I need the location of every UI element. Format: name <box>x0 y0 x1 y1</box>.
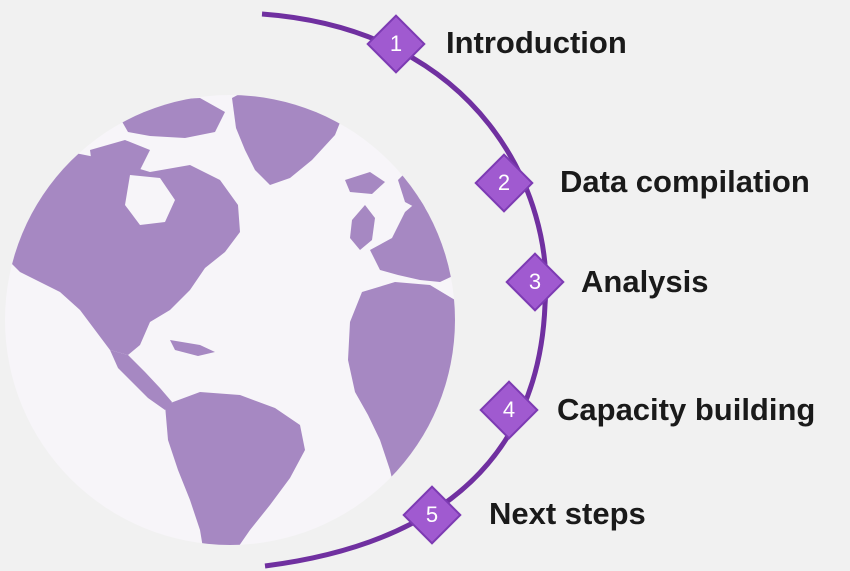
step-5-marker <box>402 485 462 545</box>
step-1-number: 1 <box>389 31 403 56</box>
step-4-number: 4 <box>502 397 516 422</box>
step-2-marker <box>474 153 534 213</box>
step-1-marker <box>366 14 426 74</box>
step-2-label: Data compilation <box>560 164 810 199</box>
step-5-label: Next steps <box>489 496 646 531</box>
globe-icon <box>5 95 455 545</box>
step-3-marker <box>505 252 565 312</box>
step-2-number: 2 <box>497 170 511 195</box>
step-1-label: Introduction <box>446 25 627 60</box>
step-4-marker <box>479 380 539 440</box>
step-5-number: 5 <box>425 502 439 527</box>
step-4-label: Capacity building <box>557 392 816 427</box>
step-3-label: Analysis <box>581 264 709 299</box>
step-3-number: 3 <box>528 269 542 294</box>
